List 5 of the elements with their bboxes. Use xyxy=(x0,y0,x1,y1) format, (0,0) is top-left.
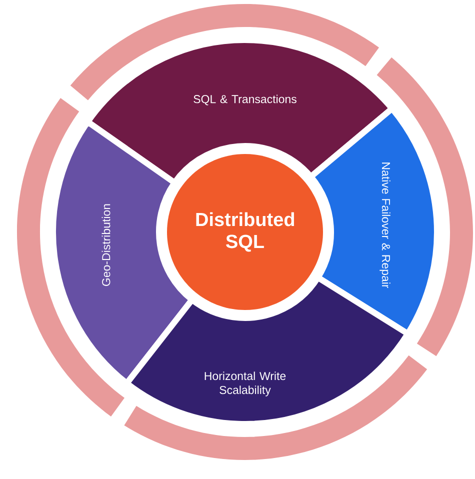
segment: Native Failover & Repair xyxy=(308,106,440,337)
ring-arc xyxy=(124,355,428,460)
ring-arc xyxy=(17,98,124,416)
ring-arc xyxy=(376,57,473,356)
segment: Geo-Distribution xyxy=(50,118,196,386)
